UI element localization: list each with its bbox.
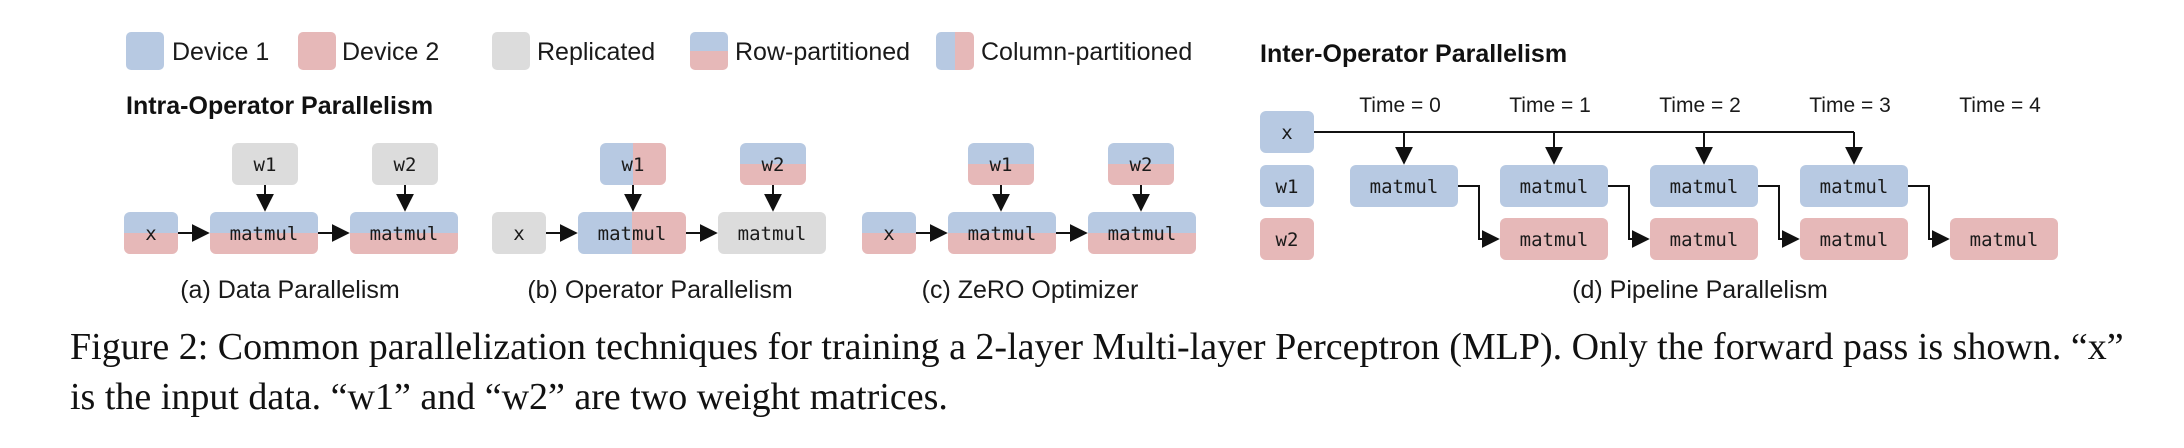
a-w1-label: w1 (254, 154, 277, 176)
b-w1-label: w1 (622, 154, 645, 176)
b-x-node: x (492, 212, 546, 254)
parallelism-figure: Device 1 Device 2 Replicated Row-partiti… (124, 32, 2058, 304)
a-w2-label: w2 (394, 154, 417, 176)
a-subfigure-label: (a) Data Parallelism (180, 276, 400, 304)
legend-swatch-device1 (126, 32, 164, 70)
d-matmul-device1-t0-label: matmul (1370, 176, 1439, 198)
d-matmul-device1-t1: matmul (1500, 165, 1608, 207)
c-matmul2-node (1088, 212, 1196, 254)
d-matmul-device1-t2-label: matmul (1670, 176, 1739, 198)
c-matmul1-label: matmul (968, 223, 1037, 245)
time-label-1: Time = 1 (1509, 94, 1591, 117)
figure-caption: Figure 2: Common parallelization techniq… (70, 326, 2124, 418)
d-arrow-stage-t3-t4 (1908, 185, 1950, 248)
d-matmul-device2-t1-label: matmul (1520, 229, 1589, 251)
a-w2-node: w2 (372, 143, 438, 185)
d-matmul-device1-t3-label: matmul (1820, 176, 1889, 198)
a-matmul1-label: matmul (230, 223, 299, 245)
c-matmul1-node (948, 212, 1056, 254)
subfigure-data-parallelism: w1 w2 x matmul matmul (a) Data Paralleli… (124, 143, 458, 304)
d-w1-node: w1 (1260, 165, 1314, 207)
d-matmul-device2-t2-label: matmul (1670, 229, 1739, 251)
c-x-label: x (883, 223, 894, 245)
legend-swatch-column-partitioned (936, 32, 974, 70)
d-subfigure-label: (d) Pipeline Parallelism (1572, 276, 1828, 304)
legend-label-column-partitioned: Column-partitioned (981, 38, 1192, 66)
d-matmul-device1-t3: matmul (1800, 165, 1908, 207)
d-matmul-device2-t1: matmul (1500, 218, 1608, 260)
legend-swatch-replicated (492, 32, 530, 70)
subfigure-operator-parallelism: w1 w2 x matmul matmul (b) Operator Paral… (492, 143, 826, 304)
d-matmul-device2-t2: matmul (1650, 218, 1758, 260)
c-w1-node (968, 143, 1034, 185)
d-arrow-stage-t2-t3 (1758, 185, 1800, 248)
legend-label-device2: Device 2 (342, 38, 439, 66)
d-matmul-device1-t2: matmul (1650, 165, 1758, 207)
d-matmul-device2-t3: matmul (1800, 218, 1908, 260)
a-matmul2-node (350, 212, 458, 254)
legend-label-device1: Device 1 (172, 38, 269, 66)
c-w2-label: w2 (1130, 154, 1153, 176)
d-w1-label: w1 (1276, 176, 1299, 198)
d-matmul-device1-t0: matmul (1350, 165, 1458, 207)
legend-label-row-partitioned: Row-partitioned (735, 38, 910, 66)
legend: Device 1 Device 2 Replicated Row-partiti… (126, 32, 1192, 70)
b-matmul1-label: matmul (598, 223, 667, 245)
legend-label-replicated: Replicated (537, 38, 655, 66)
a-x-node (124, 212, 178, 254)
d-x-label: x (1281, 122, 1292, 144)
b-w2-node (740, 143, 806, 185)
d-matmul-device2-t4-label: matmul (1970, 229, 2039, 251)
b-matmul2-node: matmul (718, 212, 826, 254)
intra-operator-title: Intra-Operator Parallelism (126, 92, 433, 120)
c-subfigure-label: (c) ZeRO Optimizer (922, 276, 1139, 304)
subfigure-pipeline-parallelism: Time = 0 Time = 1 Time = 2 Time = 3 Time… (1260, 94, 2058, 304)
legend-swatch-device2 (298, 32, 336, 70)
a-matmul1-node (210, 212, 318, 254)
time-label-4: Time = 4 (1959, 94, 2041, 117)
time-label-3: Time = 3 (1809, 94, 1891, 117)
subfigure-zero-optimizer: w1 w2 x matmul matmul (c) ZeRO Optimizer (862, 143, 1196, 304)
time-label-2: Time = 2 (1659, 94, 1741, 117)
d-w2-node: w2 (1260, 218, 1314, 260)
c-matmul2-label: matmul (1108, 223, 1177, 245)
d-arrow-stage-t1-t2 (1608, 185, 1650, 248)
c-x-node (862, 212, 916, 254)
d-matmul-device2-t3-label: matmul (1820, 229, 1889, 251)
a-w1-node: w1 (232, 143, 298, 185)
d-w2-label: w2 (1276, 229, 1299, 251)
b-x-label: x (513, 223, 524, 245)
c-w2-node (1108, 143, 1174, 185)
inter-operator-title: Inter-Operator Parallelism (1260, 40, 1567, 68)
d-x-node: x (1260, 111, 1314, 153)
b-matmul2-label: matmul (738, 223, 807, 245)
d-matmul-device2-t4: matmul (1950, 218, 2058, 260)
b-w1-node (600, 143, 666, 185)
c-w1-label: w1 (990, 154, 1013, 176)
time-label-0: Time = 0 (1359, 94, 1441, 117)
b-w2-label: w2 (762, 154, 785, 176)
a-matmul2-label: matmul (370, 223, 439, 245)
d-arrow-stage-t0-t1 (1458, 185, 1500, 248)
a-x-label: x (145, 223, 156, 245)
d-matmul-device1-t1-label: matmul (1520, 176, 1589, 198)
legend-swatch-row-partitioned (690, 32, 728, 70)
b-matmul1-node (578, 212, 686, 254)
b-subfigure-label: (b) Operator Parallelism (527, 276, 792, 304)
